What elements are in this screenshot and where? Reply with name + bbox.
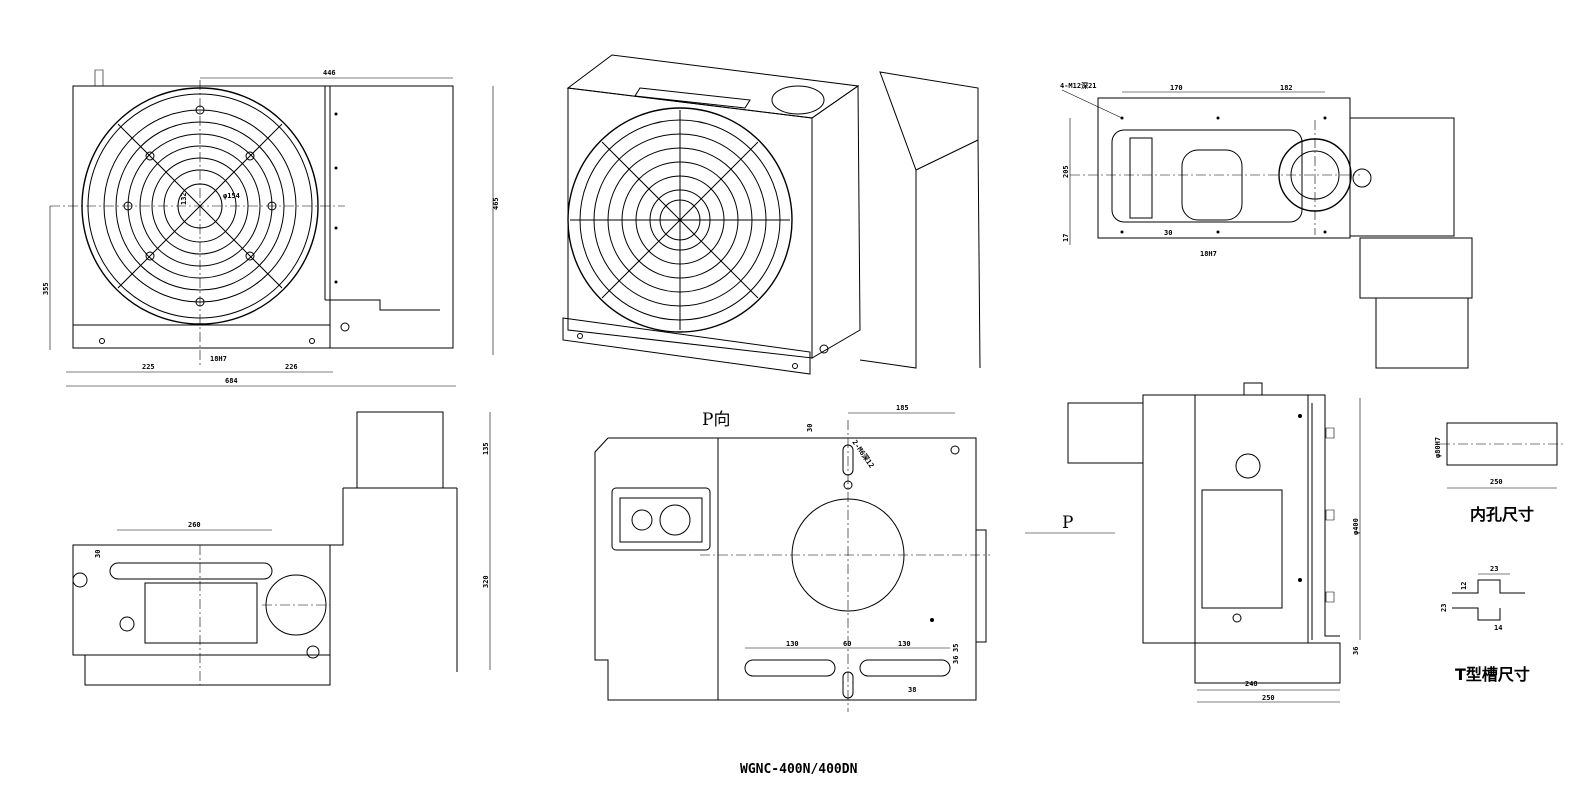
dim-35: 35 bbox=[952, 644, 960, 652]
dim-23-top: 23 bbox=[1490, 565, 1498, 573]
front-view: 446 465 355 225 226 684 18H7 132 φ154 bbox=[42, 69, 500, 386]
dim-18h7-top: 18H7 bbox=[1200, 250, 1217, 258]
p-view: P向 185 30 2-M6深12 130 60 130 38 35 36 bbox=[595, 404, 990, 712]
dim-36-right: 36 bbox=[1352, 647, 1360, 655]
model-title: WGNC-400N/400DN bbox=[740, 762, 858, 777]
dim-36: 36 bbox=[952, 656, 960, 664]
p-arrow-label: P bbox=[1062, 513, 1073, 533]
dim-182: 182 bbox=[1280, 84, 1293, 92]
dim-465: 465 bbox=[492, 197, 500, 210]
isometric-view bbox=[563, 55, 980, 374]
dim-135: 135 bbox=[482, 442, 490, 455]
dim-132: 132 bbox=[180, 192, 188, 205]
dim-38: 38 bbox=[908, 686, 916, 694]
dim-260: 260 bbox=[188, 521, 201, 529]
dim-320: 320 bbox=[482, 575, 490, 588]
dim-250-right: 250 bbox=[1262, 694, 1275, 702]
side-view: 260 30 135 320 bbox=[73, 412, 490, 685]
dim-4-m12: 4-M12深21 bbox=[1060, 81, 1097, 90]
dim-23-side: 23 bbox=[1440, 604, 1448, 612]
top-view: 4-M12深21 170 182 205 17 30 18H7 bbox=[1060, 81, 1472, 368]
dim-17: 17 bbox=[1062, 234, 1070, 242]
dim-30-p: 30 bbox=[806, 424, 814, 432]
dim-phi154: φ154 bbox=[223, 192, 240, 200]
dim-130-left: 130 bbox=[786, 640, 799, 648]
dim-355: 355 bbox=[42, 282, 50, 295]
p-view-label: P向 bbox=[702, 410, 730, 430]
dim-226: 226 bbox=[285, 363, 298, 371]
bore-detail: φ80H7 250 内孔尺寸 bbox=[1434, 423, 1565, 524]
dim-30-side: 30 bbox=[94, 550, 102, 558]
dim-205: 205 bbox=[1062, 165, 1070, 178]
dim-18h7: 18H7 bbox=[210, 355, 227, 363]
right-view: P φ400 248 250 36 bbox=[1025, 383, 1360, 702]
dim-684: 684 bbox=[225, 377, 238, 385]
dim-60: 60 bbox=[843, 640, 851, 648]
dim-130-right: 130 bbox=[898, 640, 911, 648]
dim-2-m6: 2-M6深12 bbox=[850, 438, 876, 470]
dim-30: 30 bbox=[1164, 229, 1172, 237]
tslot-caption: T型槽尺寸 bbox=[1455, 665, 1530, 684]
dim-14: 14 bbox=[1494, 624, 1502, 632]
dim-12: 12 bbox=[1460, 582, 1468, 590]
dim-446: 446 bbox=[323, 69, 336, 77]
bore-caption: 内孔尺寸 bbox=[1470, 505, 1534, 524]
dim-phi400: φ400 bbox=[1352, 518, 1360, 535]
dim-185: 185 bbox=[896, 404, 909, 412]
dim-phi80h7: φ80H7 bbox=[1434, 437, 1442, 458]
dim-225: 225 bbox=[142, 363, 155, 371]
dim-250-bore: 250 bbox=[1490, 478, 1503, 486]
tslot-detail: 23 12 23 14 T型槽尺寸 bbox=[1440, 565, 1530, 684]
dim-248: 248 bbox=[1245, 680, 1258, 688]
dim-170: 170 bbox=[1170, 84, 1183, 92]
